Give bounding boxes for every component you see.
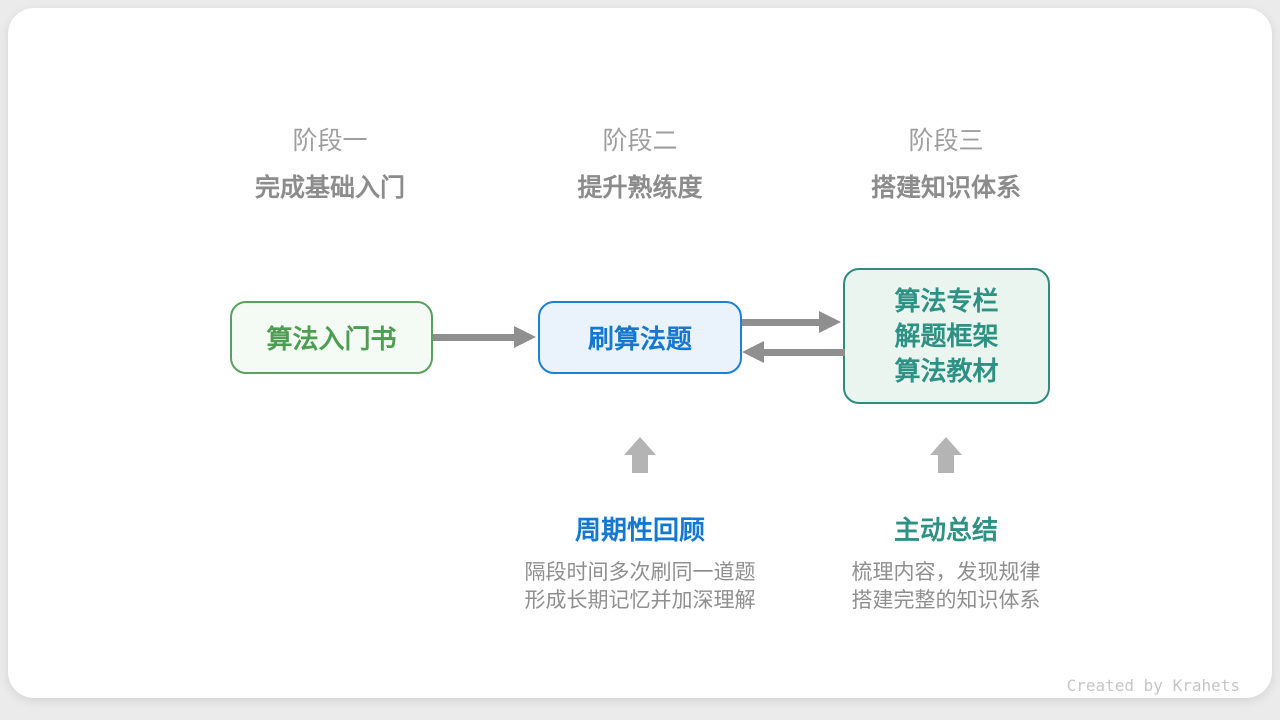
method-desc-review-line-1: 隔段时间多次刷同一道题 <box>524 561 756 584</box>
stage-1-title: 完成基础入门 <box>254 174 405 202</box>
node-resources-line-2: 解题框架 <box>894 320 999 351</box>
stage-2-label: 阶段二 <box>602 127 678 155</box>
method-desc-summarize-line-1: 梳理内容，发现规律 <box>851 561 1041 584</box>
method-desc-summarize: 梳理内容，发现规律 搭建完整的知识体系 <box>776 559 1116 615</box>
node-resources-line-1: 算法专栏 <box>894 285 999 316</box>
method-desc-review-line-2: 形成长期记忆并加深理解 <box>524 589 756 612</box>
method-desc-review: 隔段时间多次刷同一道题 形成长期记忆并加深理解 <box>470 559 810 615</box>
node-intro-book-label: 算法入门书 <box>266 324 397 354</box>
stage-3-header: 阶段三 搭建知识体系 <box>836 128 1056 201</box>
stage-2-header: 阶段二 提升熟练度 <box>530 128 750 201</box>
stage-3-title: 搭建知识体系 <box>870 174 1021 202</box>
method-desc-summarize-line-2: 搭建完整的知识体系 <box>851 589 1041 612</box>
up-arrow-icon <box>930 437 962 473</box>
stage-1-label: 阶段一 <box>292 127 368 155</box>
stage-1-header: 阶段一 完成基础入门 <box>220 128 440 201</box>
method-title-summarize: 主动总结 <box>893 515 998 545</box>
up-arrow-icon <box>624 437 656 473</box>
stage-3-label: 阶段三 <box>908 127 984 155</box>
stage-2-title: 提升熟练度 <box>577 174 703 202</box>
node-resources-line-3: 算法教材 <box>894 355 999 386</box>
node-practice: 刷算法题 <box>538 301 742 374</box>
node-intro-book: 算法入门书 <box>230 301 433 374</box>
method-title-review: 周期性回顾 <box>574 515 705 545</box>
node-resources: 算法专栏 解题框架 算法教材 <box>843 268 1050 404</box>
credit-text: Created by Krahets <box>1066 676 1240 695</box>
node-practice-label: 刷算法题 <box>587 324 692 354</box>
